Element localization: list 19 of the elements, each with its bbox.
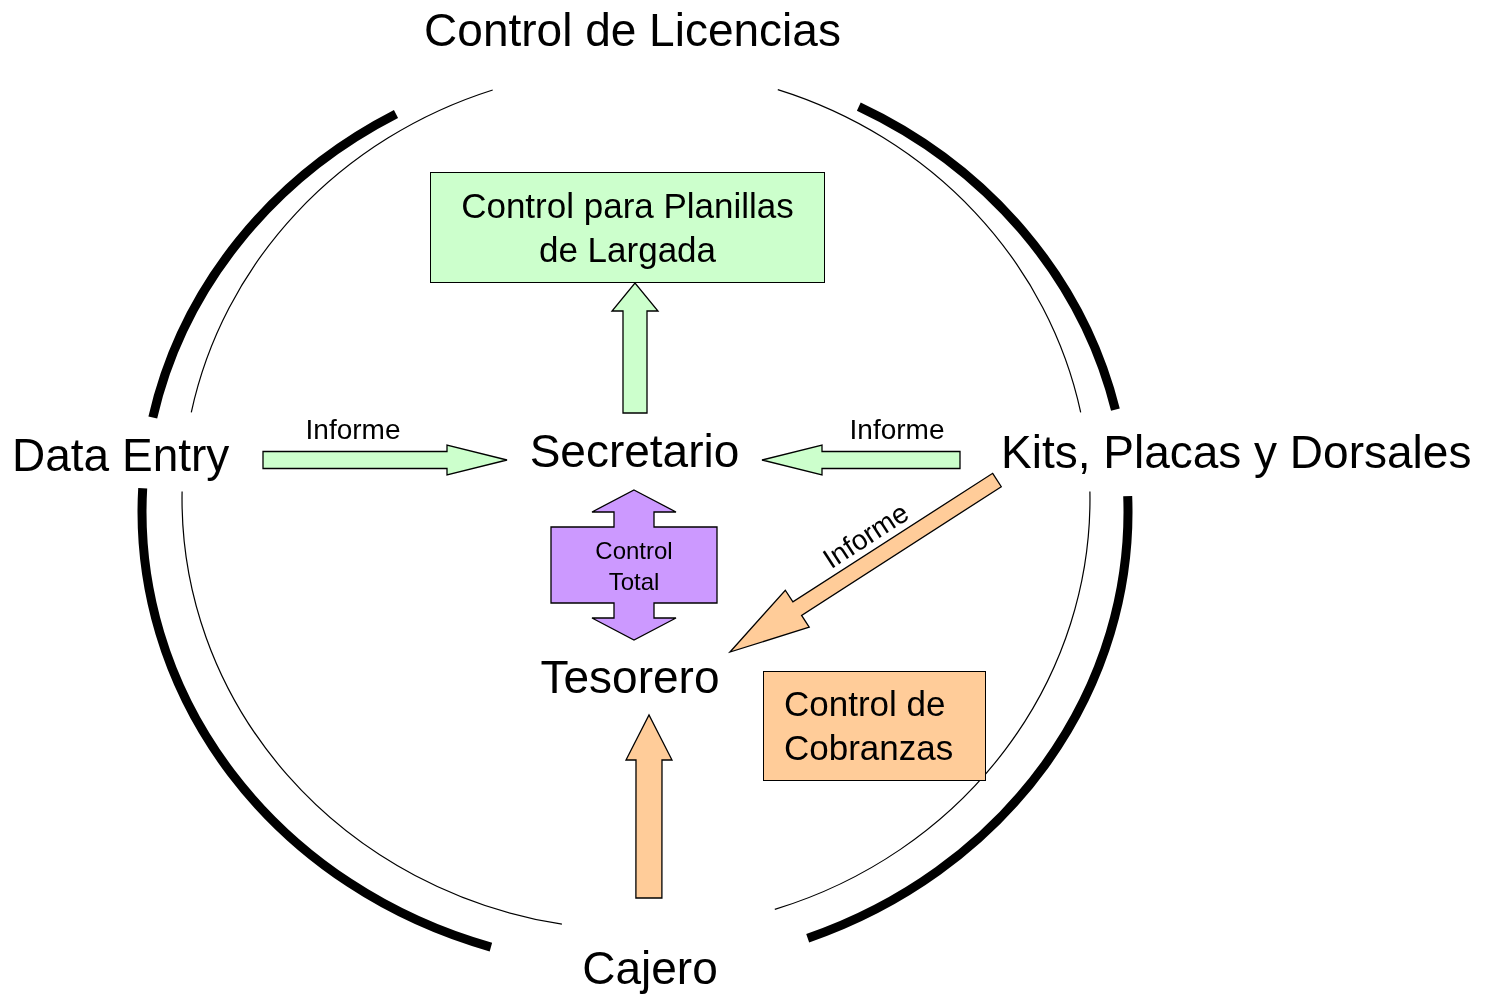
block-arrow [729, 472, 1003, 653]
block-arrow [610, 282, 660, 414]
title-text: Control de Licencias [424, 3, 841, 57]
process-box [430, 172, 825, 283]
role-label: Secretario [529, 425, 740, 478]
block-arrow [624, 714, 674, 899]
block-arrow [761, 444, 961, 476]
role-label: Tesorero [540, 651, 720, 704]
block-arrow [550, 489, 718, 641]
edge-label: Informe [305, 413, 401, 447]
box-text: Control de Cobranzas [784, 683, 955, 769]
role-label: Kits, Placas y Dorsales [1001, 426, 1472, 479]
role-label: Data Entry [12, 428, 230, 482]
block-arrow [262, 444, 508, 476]
box-text: Control para Planillas de Largada [460, 184, 795, 271]
role-label: Cajero [582, 942, 718, 995]
process-box [763, 671, 986, 781]
edge-label: Informe [849, 413, 945, 447]
edge-label: Control Total [594, 535, 674, 597]
